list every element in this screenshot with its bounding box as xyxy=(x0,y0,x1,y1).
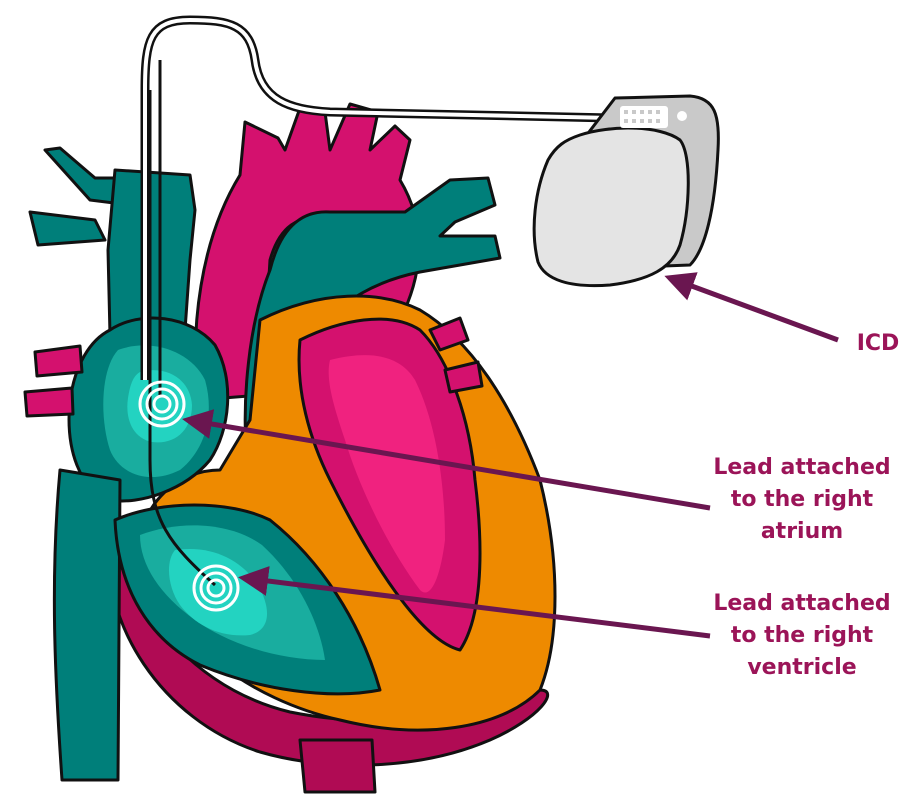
brachiocephalic-vein xyxy=(30,212,105,245)
icd-device-body xyxy=(534,128,688,286)
label-ventricle-line-1: Lead attached xyxy=(690,588,914,620)
label-lead-right-ventricle: Lead attached to the right ventricle xyxy=(690,588,914,684)
arrow-icd xyxy=(670,278,838,340)
icd-header-port xyxy=(677,111,687,121)
label-lead-right-atrium: Lead attached to the right atrium xyxy=(690,452,914,548)
label-ventricle-line-3: ventricle xyxy=(690,652,914,684)
label-ventricle-line-2: to the right xyxy=(690,620,914,652)
heart xyxy=(25,104,555,792)
icd-device xyxy=(534,96,718,286)
pulmonary-vein-2 xyxy=(25,388,73,416)
icd-header-block xyxy=(620,106,668,128)
pulmonary-vein-1 xyxy=(35,346,82,376)
label-atrium-line-1: Lead attached xyxy=(690,452,914,484)
label-icd-text: ICD xyxy=(838,328,918,360)
label-atrium-line-3: atrium xyxy=(690,516,914,548)
inferior-vena-cava xyxy=(54,470,120,780)
label-atrium-line-2: to the right xyxy=(690,484,914,516)
heart-base-stem xyxy=(300,740,375,792)
label-icd: ICD xyxy=(838,328,918,360)
